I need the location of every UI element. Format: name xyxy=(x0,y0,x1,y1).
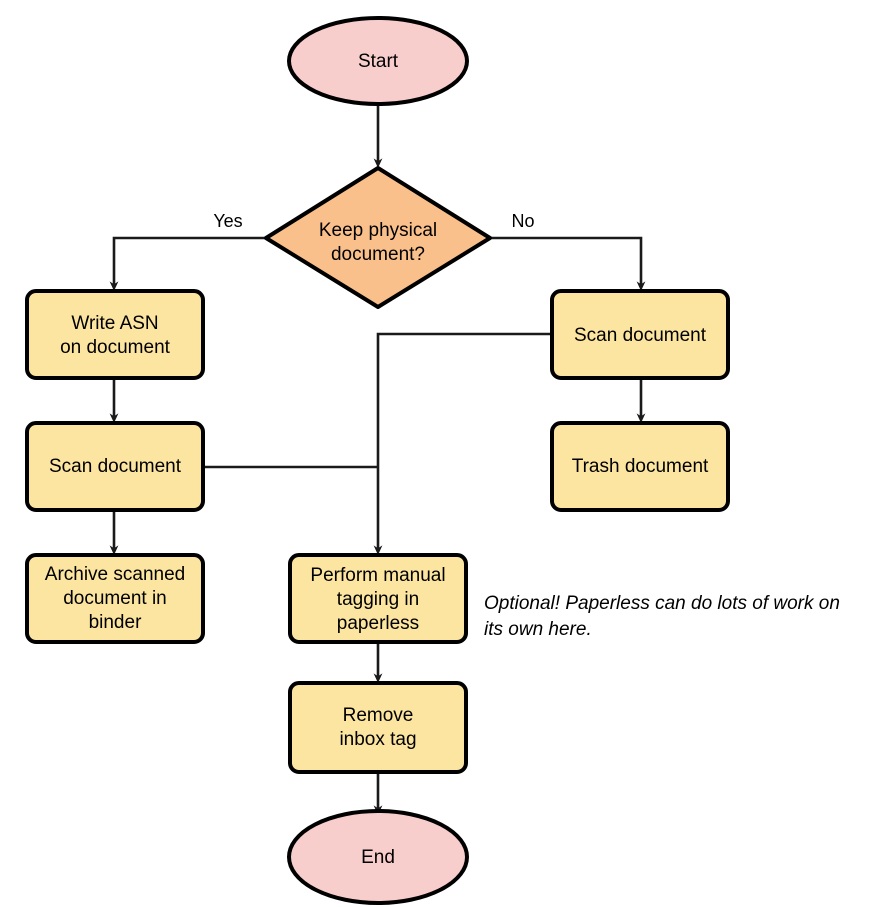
trash-document-label: Trash document xyxy=(572,456,709,477)
start-ellipse xyxy=(287,16,469,106)
scan-document-right-label: Scan document xyxy=(574,325,707,346)
decision-label-line1: Keep physical xyxy=(319,220,437,241)
archive-label-line2: document in xyxy=(63,588,167,609)
write-asn-box xyxy=(25,289,205,380)
archive-box xyxy=(25,553,205,644)
node-remove-inbox-tag[interactable]: Remove inbox tag xyxy=(288,681,468,774)
node-archive-scanned-document[interactable]: Archive scanned document in binder xyxy=(25,553,205,644)
archive-label-line3: binder xyxy=(89,612,142,633)
decision-diamond xyxy=(264,166,492,309)
edge-decision-yes-to-write-asn xyxy=(109,236,265,292)
tagging-label-line2: tagging in xyxy=(337,589,419,610)
write-asn-label-line2: on document xyxy=(60,337,171,358)
start-label: Start xyxy=(358,51,399,72)
edge-decision-no-to-scan-right xyxy=(490,236,646,292)
node-decision-keep-physical-document[interactable]: Keep physical document? xyxy=(264,166,492,309)
remove-inbox-label-line2: inbox tag xyxy=(339,729,416,750)
remove-inbox-label-line1: Remove xyxy=(343,705,414,726)
tagging-label-line3: paperless xyxy=(337,613,419,634)
node-scan-document-left[interactable]: Scan document xyxy=(25,421,205,512)
write-asn-label-line1: Write ASN xyxy=(71,313,158,334)
node-perform-manual-tagging[interactable]: Perform manual tagging in paperless xyxy=(288,553,468,644)
node-trash-document[interactable]: Trash document xyxy=(550,421,730,512)
node-write-asn-on-document[interactable]: Write ASN on document xyxy=(25,289,205,380)
end-ellipse xyxy=(287,809,469,905)
scan-document-left-label: Scan document xyxy=(49,456,182,477)
scan-document-right-box xyxy=(550,289,730,380)
end-label: End xyxy=(361,847,395,868)
scan-document-left-box xyxy=(25,421,205,512)
annotation-optional-note: Optional! Paperless can do lots of work … xyxy=(484,593,840,640)
tagging-box xyxy=(288,553,468,644)
node-scan-document-right[interactable]: Scan document xyxy=(550,289,730,380)
decision-label-line2: document? xyxy=(331,244,425,265)
remove-inbox-tag-box xyxy=(288,681,468,774)
tagging-label-line1: Perform manual xyxy=(310,565,445,586)
optional-note-line2: its own here. xyxy=(484,619,592,640)
trash-document-box xyxy=(550,421,730,512)
edge-label-yes: Yes xyxy=(213,211,242,231)
node-end[interactable]: End xyxy=(287,809,469,905)
node-start[interactable]: Start xyxy=(287,16,469,106)
optional-note-line1: Optional! Paperless can do lots of work … xyxy=(484,593,840,614)
edge-label-no: No xyxy=(511,211,534,231)
archive-label-line1: Archive scanned xyxy=(45,564,185,585)
edge-scan-right-to-tagging xyxy=(373,332,552,556)
